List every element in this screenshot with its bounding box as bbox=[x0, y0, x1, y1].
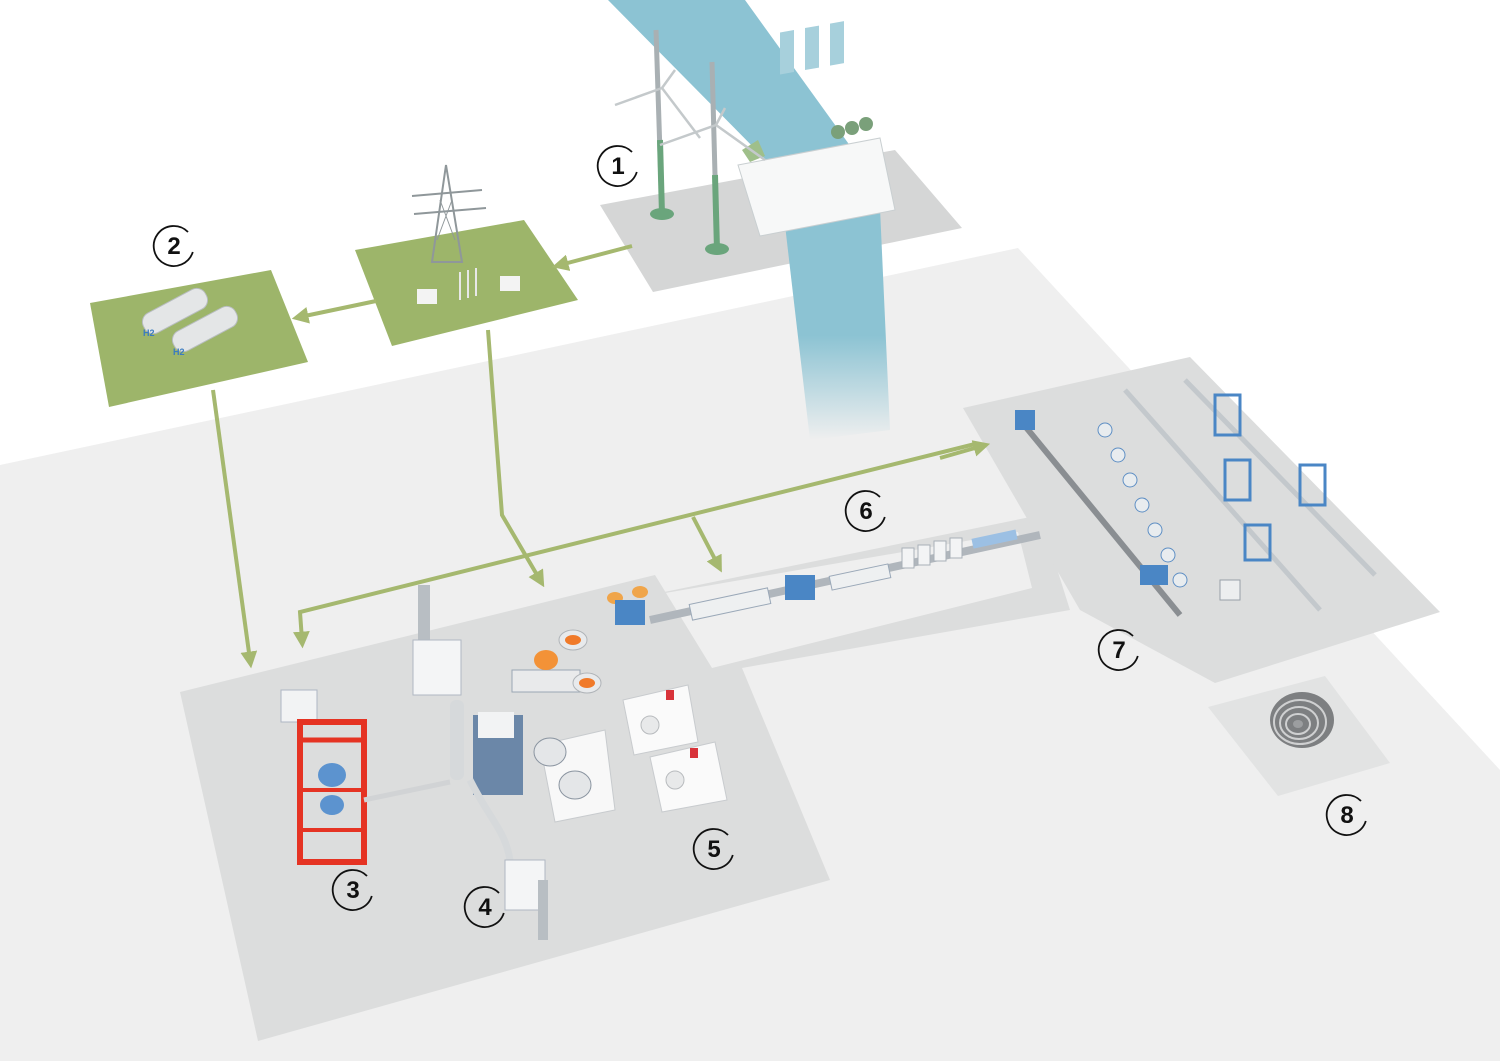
step-badge-6: 6 bbox=[844, 490, 886, 532]
substation-box bbox=[500, 276, 520, 291]
step-number: 2 bbox=[167, 233, 180, 260]
site-7-platform bbox=[963, 357, 1440, 683]
arrow-line-to-reduction bbox=[293, 442, 976, 649]
step-badge-3: 3 bbox=[331, 869, 373, 911]
step-number: 8 bbox=[1340, 802, 1353, 829]
steel-coil-icon bbox=[1270, 692, 1334, 748]
step-badge-5: 5 bbox=[692, 828, 734, 870]
badge-circle-icon bbox=[596, 145, 638, 187]
step-badge-8: 8 bbox=[1325, 794, 1367, 836]
step-number: 1 bbox=[611, 153, 624, 180]
step-number: 3 bbox=[346, 877, 359, 904]
secondary-metallurgy-units bbox=[622, 684, 728, 813]
step-badge-7: 7 bbox=[1097, 629, 1139, 671]
downstream-processing-lines bbox=[1015, 378, 1377, 617]
step-badge-2: 2 bbox=[152, 225, 194, 267]
step-badge-1: 1 bbox=[596, 145, 638, 187]
step-number: 6 bbox=[859, 498, 872, 525]
badge-circle-icon bbox=[331, 869, 373, 911]
arrow-grid-to-furnace bbox=[486, 329, 545, 588]
badge-circle-icon bbox=[152, 225, 194, 267]
substation-box bbox=[417, 289, 437, 304]
h2-label: H2 bbox=[143, 328, 155, 338]
power-grid-platform bbox=[355, 220, 578, 346]
arrow-to-finishing bbox=[939, 440, 991, 460]
badge-circle-icon bbox=[463, 886, 505, 928]
ladle-stations bbox=[511, 629, 616, 823]
step-badge-4: 4 bbox=[463, 886, 505, 928]
electric-arc-furnace bbox=[412, 585, 548, 940]
badge-circle-icon bbox=[1325, 794, 1367, 836]
hydrogen-tank-icon: H2 H2 bbox=[141, 287, 239, 357]
badge-circle-icon bbox=[844, 490, 886, 532]
main-plant-platform bbox=[180, 515, 1070, 1041]
transmission-tower-icon bbox=[411, 164, 487, 263]
step-number: 7 bbox=[1112, 637, 1125, 664]
arrow-hydrogen-to-reduction bbox=[211, 389, 258, 669]
flow-arrows bbox=[211, 244, 991, 669]
wind-turbine bbox=[614, 29, 701, 220]
hydro-dam bbox=[737, 21, 896, 237]
h2-label: H2 bbox=[173, 347, 185, 357]
arrow-renewables-to-grid bbox=[551, 244, 633, 271]
casting-rolling-line bbox=[607, 529, 1041, 625]
direct-reduction-tower bbox=[280, 689, 451, 865]
arrow-grid-to-hydrogen bbox=[291, 299, 377, 324]
badge-circle-icon bbox=[692, 828, 734, 870]
step-number: 5 bbox=[707, 836, 720, 863]
substation-switchgear bbox=[459, 268, 477, 300]
step-number: 4 bbox=[478, 894, 492, 921]
wind-turbine bbox=[659, 61, 766, 255]
river-downstream bbox=[785, 208, 890, 440]
badge-circle-icon bbox=[1097, 629, 1139, 671]
arrow-branch-to-casting bbox=[691, 516, 722, 573]
